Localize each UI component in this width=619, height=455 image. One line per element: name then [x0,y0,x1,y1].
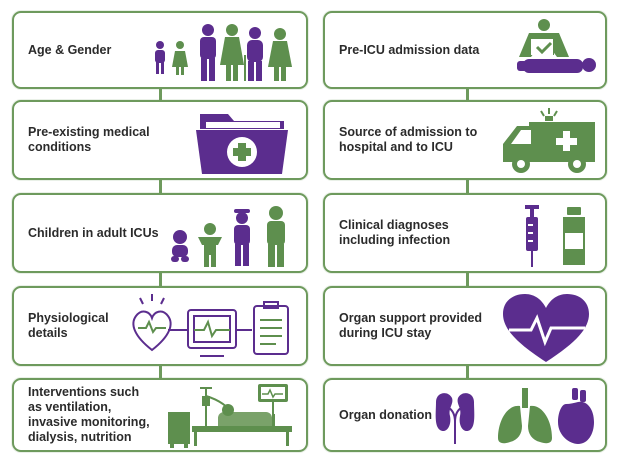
card-physiological-details: Physiological details [12,286,308,366]
syringe-vial-icon [519,203,589,269]
card-label: Organ support provided during ICU stay [339,311,483,340]
card-pre-existing-conditions: Pre-existing medical conditions [12,100,308,180]
ambulance-icon [499,106,599,178]
cpr-icon [509,17,599,87]
card-label: Pre-existing medical conditions [28,125,150,154]
card-label: Physiological details [28,311,109,340]
card-label: Age & Gender [28,42,112,57]
vital-signs-monitor-icon [128,292,298,364]
card-label: Organ donation [339,407,433,422]
heart-pulse-icon [501,292,591,364]
card-children-in-adult-icus: Children in adult ICUs [12,193,308,273]
card-label: Interventions such as ventilation, invas… [28,385,150,444]
card-label: Clinical diagnoses including infection [339,218,451,247]
children-icon [168,201,298,271]
card-organ-support: Organ support provided during ICU stay [323,286,607,366]
card-organ-donation: Organ donation [323,378,607,452]
organs-icon [432,386,597,446]
medical-folder-icon [192,108,292,178]
card-age-gender: Age & Gender [12,11,308,89]
icu-bed-icon [166,382,296,450]
family-people-icon [150,17,300,87]
card-interventions: Interventions such as ventilation, invas… [12,378,308,452]
card-pre-icu-admission: Pre-ICU admission data [323,11,607,89]
card-label: Pre-ICU admission data [339,42,480,57]
card-label: Children in adult ICUs [28,225,159,240]
card-label: Source of admission to hospital and to I… [339,125,478,154]
card-clinical-diagnoses: Clinical diagnoses including infection [323,193,607,273]
card-source-of-admission: Source of admission to hospital and to I… [323,100,607,180]
